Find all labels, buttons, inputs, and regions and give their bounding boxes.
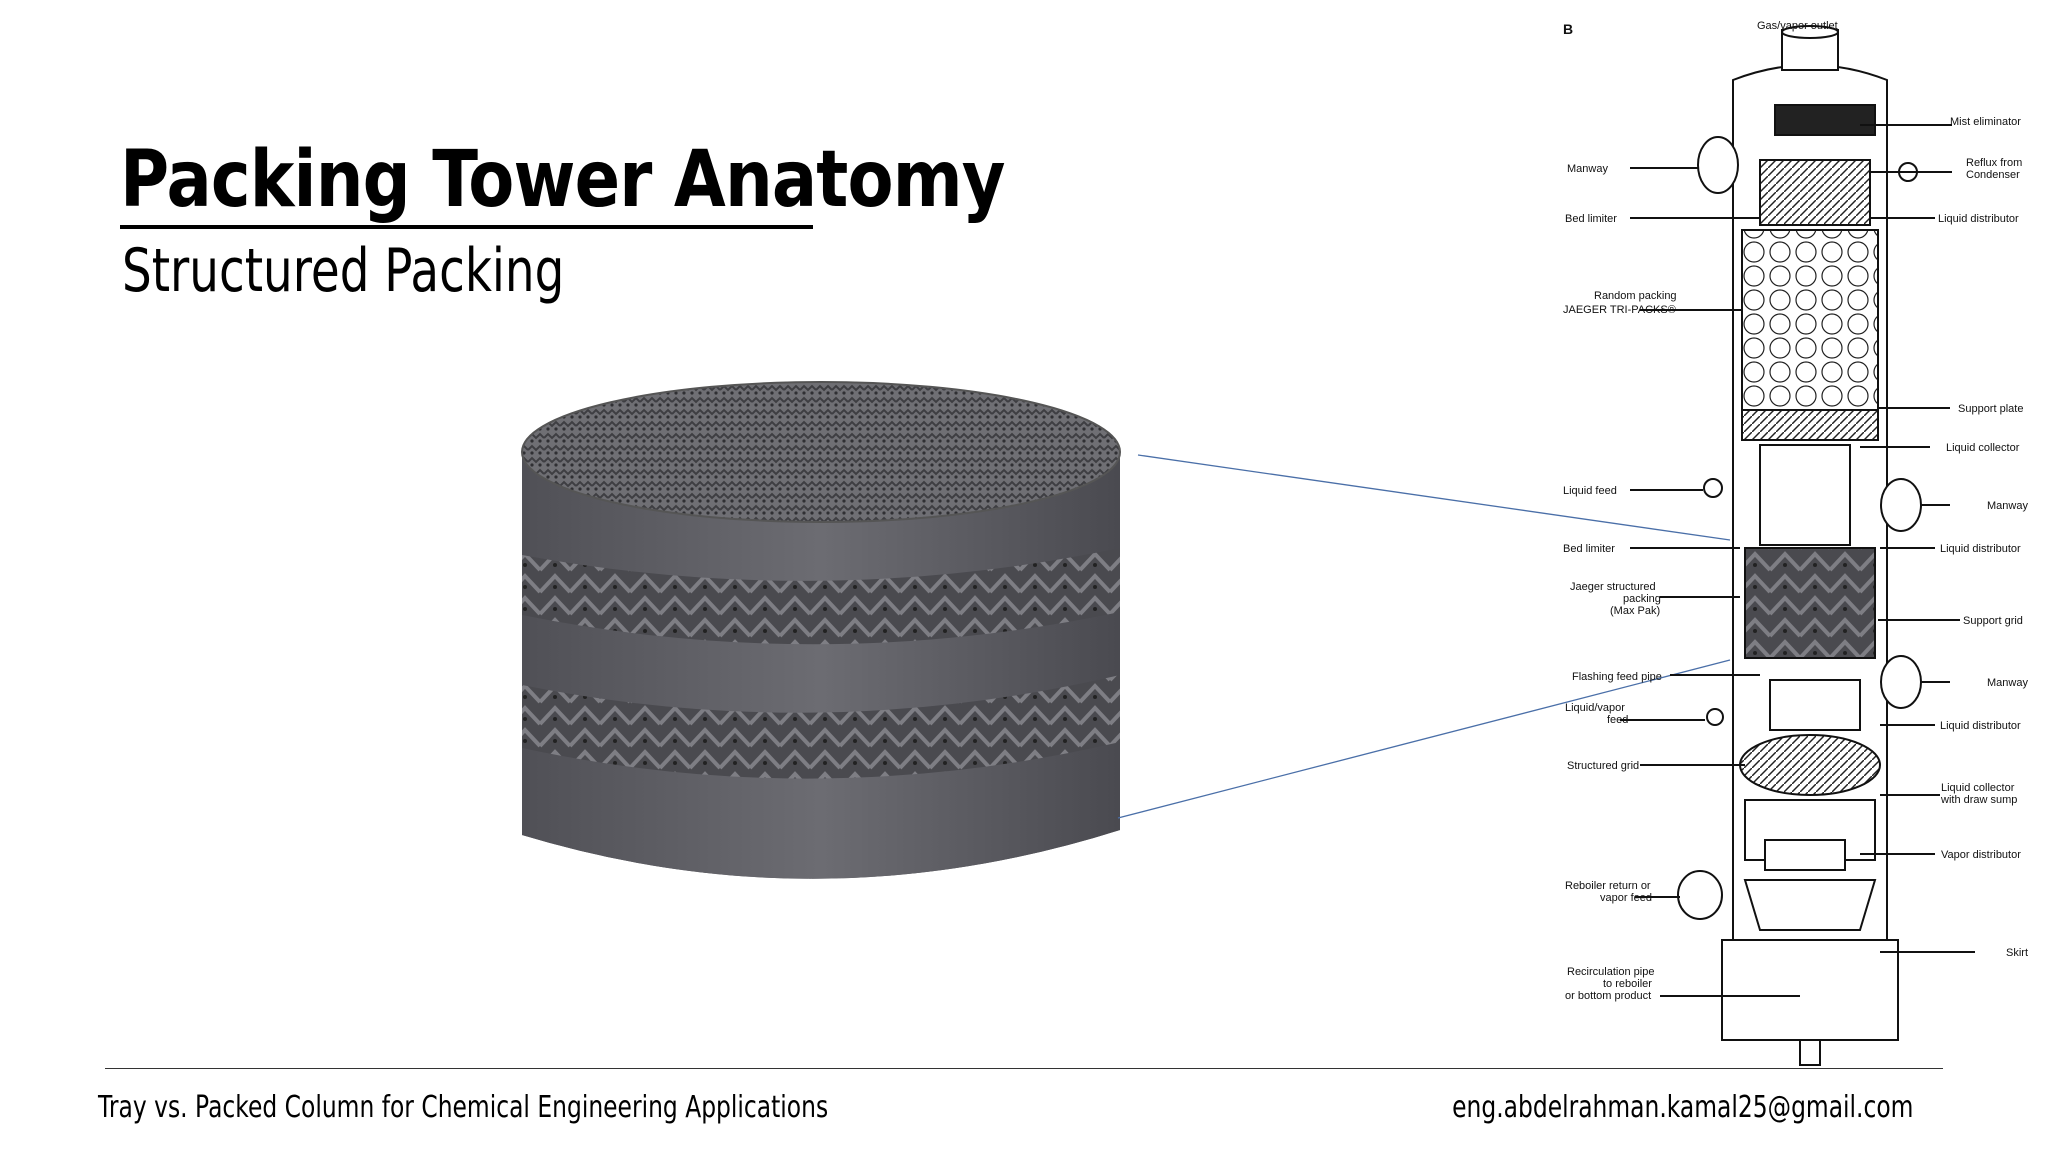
label-to-reboiler: to reboiler xyxy=(1603,978,1652,990)
label-support-grid: Support grid xyxy=(1963,615,2023,627)
label-bed-limiter: Bed limiter xyxy=(1565,213,1617,225)
label-liquid-distributor-3: Liquid distributor xyxy=(1940,720,2021,732)
label-skirt: Skirt xyxy=(2006,947,2028,959)
label-tri-packs: JAEGER TRI-PACKS® xyxy=(1563,304,1676,316)
label-random-packing: Random packing xyxy=(1594,290,1677,302)
label-reboiler-return: Reboiler return or xyxy=(1565,880,1651,892)
label-vapor-feed: vapor feed xyxy=(1600,892,1652,904)
label-structured-packing-2: packing xyxy=(1623,593,1661,605)
label-max-pak: (Max Pak) xyxy=(1610,605,1660,617)
label-manway: Manway xyxy=(1567,163,1608,175)
label-draw-sump: with draw sump xyxy=(1940,794,2017,806)
page-title: Packing Tower Anatomy xyxy=(120,135,1005,225)
footer-divider xyxy=(105,1068,1943,1069)
label-structured-grid: Structured grid xyxy=(1567,760,1639,772)
label-liquid-distributor: Liquid distributor xyxy=(1938,213,2019,225)
label-bed-limiter-2: Bed limiter xyxy=(1563,543,1615,555)
label-reflux: Reflux from xyxy=(1966,157,2022,169)
label-feed: feed xyxy=(1607,714,1628,726)
label-mist-eliminator: Mist eliminator xyxy=(1950,116,2021,128)
page-subtitle: Structured Packing xyxy=(122,236,565,306)
label-bottom-product: or bottom product xyxy=(1565,990,1651,1002)
title-underline xyxy=(120,225,813,229)
label-vapor-distributor: Vapor distributor xyxy=(1941,849,2021,861)
label-liquid-collector-2: Liquid collector xyxy=(1941,782,2015,794)
label-manway-right-2: Manway xyxy=(1987,677,2028,689)
panel-letter: B xyxy=(1563,21,1573,37)
connector-line-top xyxy=(1137,454,1731,541)
label-condenser: Condenser xyxy=(1966,169,2020,181)
footer-course-title: Tray vs. Packed Column for Chemical Engi… xyxy=(98,1090,829,1125)
label-structured-packing: Jaeger structured xyxy=(1570,581,1656,593)
label-liquid-distributor-2: Liquid distributor xyxy=(1940,543,2021,555)
label-support-plate: Support plate xyxy=(1958,403,2023,415)
label-manway-right: Manway xyxy=(1987,500,2028,512)
gas-outlet-label: Gas/vapor outlet xyxy=(1757,20,1838,32)
label-recirculation: Recirculation pipe xyxy=(1567,966,1654,978)
structured-packing-image xyxy=(521,381,1121,879)
label-liquid-vapor-feed: Liquid/vapor xyxy=(1565,702,1625,714)
footer-email: eng.abdelrahman.kamal25@gmail.com xyxy=(1451,1090,1913,1125)
column-diagram xyxy=(1620,25,1975,1066)
connector-line-bottom xyxy=(1117,659,1731,819)
label-flashing-feed: Flashing feed pipe xyxy=(1572,671,1662,683)
diagram-labels: B Gas/vapor outlet Manway Bed limiter Ra… xyxy=(1563,20,2028,1002)
label-liquid-feed: Liquid feed xyxy=(1563,485,1617,497)
label-liquid-collector: Liquid collector xyxy=(1946,442,2020,454)
